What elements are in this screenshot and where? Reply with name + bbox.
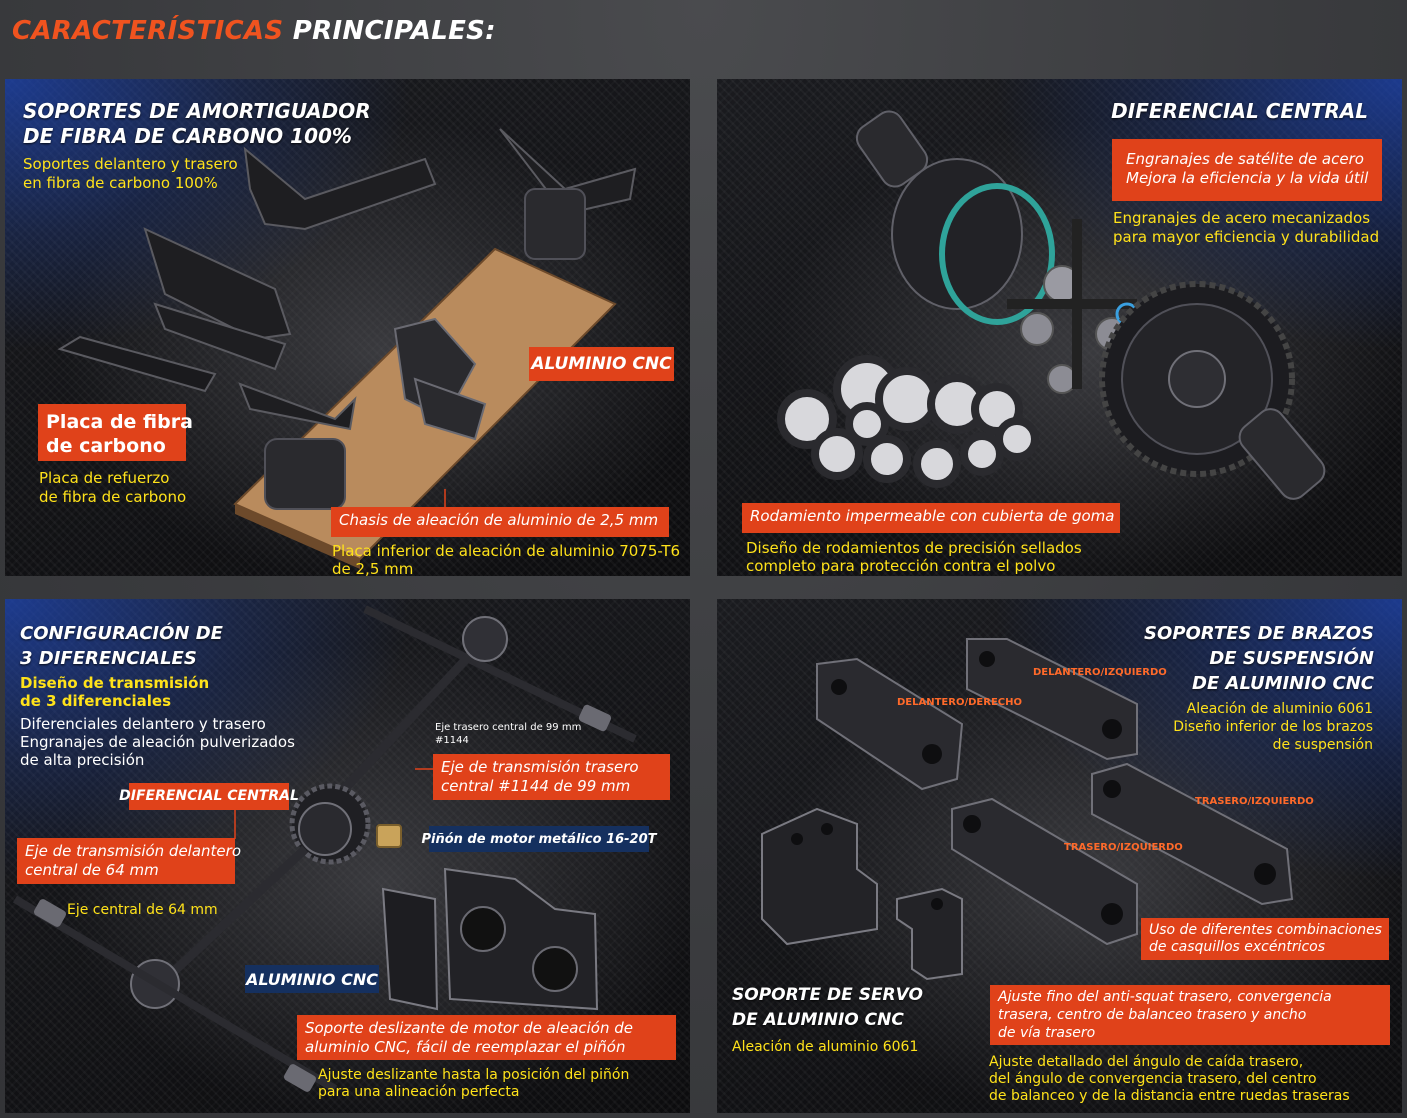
bearing-desc-line2: completo para protección contra el polvo (746, 557, 1056, 575)
chassis-desc-line2: de 2,5 mm (332, 560, 414, 576)
three-diff-sub-line2: de 3 diferenciales (20, 692, 172, 710)
carbon-plate-label: Placa de fibra de carbono (38, 404, 193, 461)
chassis-illustration (57, 128, 637, 569)
slide-desc-line1: Ajuste deslizante hasta la posición del … (318, 1067, 630, 1083)
cnc-aluminium-label-2: ALUMINIO CNC (245, 965, 379, 993)
satellite-gear-label-line1: Engranajes de satélite de acero (1126, 150, 1364, 168)
bushing-label: Uso de diferentes combinaciones de casqu… (1141, 918, 1389, 960)
front-shaft-label-line2: central de 64 mm (25, 861, 159, 879)
suspension-title-line2: DE SUSPENSIÓN (1209, 648, 1374, 669)
shock-tower-title-line1: SOPORTES DE AMORTIGUADOR (23, 99, 371, 123)
center-diff-label: DIFERENCIAL CENTRAL (119, 783, 299, 810)
center-diff-title: DIFERENCIAL CENTRAL (1111, 99, 1368, 123)
rear-shaft-label: Eje de transmisión trasero central #1144… (433, 754, 670, 800)
carbon-plate-label-line2: de carbono (46, 435, 166, 457)
cnc-aluminium-label: ALUMINIO CNC (529, 347, 674, 381)
gear-desc-line2: para mayor eficiencia y durabilidad (1113, 228, 1380, 246)
bearing-label: Rodamiento impermeable con cubierta de g… (742, 503, 1120, 533)
suspension-sub-line1: Aleación de aluminio 6061 (1186, 701, 1373, 717)
motor-mount-label: Soporte deslizante de motor de aleación … (297, 1015, 676, 1060)
gear-desc-line1: Engranajes de acero mecanizados (1113, 209, 1371, 227)
servo-title-line2: DE ALUMINIO CNC (732, 1010, 904, 1030)
servo-title-line1: SOPORTE DE SERVO (732, 985, 923, 1005)
rear-shaft-small-label: Eje trasero central de 99 mm #1144 (435, 721, 581, 747)
suspension-mounts-illustration (761, 638, 1294, 981)
motor-mount-label-line1: Soporte deslizante de motor de aleación … (305, 1019, 634, 1037)
panel-shock-towers: SOPORTES DE AMORTIGUADOR DE FIBRA DE CAR… (5, 79, 690, 576)
carbon-plate-label-line1: Placa de fibra (46, 411, 193, 433)
three-diff-desc-line3: de alta precisión (20, 751, 145, 769)
shock-tower-title-line2: DE FIBRA DE CARBONO 100% (23, 124, 352, 148)
drivetrain-illustration (12, 605, 637, 1093)
three-diff-desc-line2: Engranajes de aleación pulverizados (20, 733, 295, 751)
panel-suspension-mounts: SOPORTES DE BRAZOS DE SUSPENSIÓN DE ALUM… (717, 599, 1402, 1113)
rear-left-label-2: TRASERO/IZQUIERDO (1064, 842, 1183, 853)
rear-shaft-label-line1: Eje de transmisión trasero (441, 758, 639, 776)
squat-label: Ajuste fino del anti-squat trasero, conv… (990, 985, 1390, 1045)
page-title-rest: PRINCIPALES: (292, 16, 496, 46)
slide-desc-line2: para una alineación perfecta (318, 1084, 520, 1100)
page-title: CARACTERÍSTICAS PRINCIPALES: (12, 16, 496, 46)
pinion-label: Piñón de motor metálico 16-20T (421, 826, 657, 852)
shock-tower-sub-line1: Soportes delantero y trasero (23, 155, 238, 173)
camber-desc-line3: de balanceo y de la distancia entre rued… (989, 1088, 1350, 1104)
three-diff-title-line2: 3 DIFERENCIALES (20, 648, 197, 669)
shock-tower-sub-line2: en fibra de carbono 100% (23, 174, 218, 192)
motor-mount-label-line2: aluminio CNC, fácil de reemplazar el piñ… (305, 1038, 626, 1056)
camber-desc-line1: Ajuste detallado del ángulo de caída tra… (989, 1054, 1304, 1070)
rear-shaft-label-line2: central #1144 de 99 mm (441, 777, 631, 795)
front-shaft-label-line1: Eje de transmisión delantero (25, 842, 242, 860)
camber-desc-line2: del ángulo de convergencia trasero, del … (989, 1071, 1317, 1087)
front-shaft-label: Eje de transmisión delantero central de … (17, 838, 242, 884)
bushing-label-line1: Uso de diferentes combinaciones (1149, 922, 1382, 938)
suspension-title-line1: SOPORTES DE BRAZOS (1144, 623, 1374, 644)
carbon-plate-desc-line2: de fibra de carbono (39, 488, 187, 506)
squat-label-line3: de vía trasero (998, 1025, 1096, 1041)
three-diff-desc-line1: Diferenciales delantero y trasero (20, 715, 266, 733)
bushing-label-line2: de casquillos excéntricos (1149, 939, 1326, 955)
chassis-label: Chasis de aleación de aluminio de 2,5 mm (331, 507, 669, 537)
panel-three-diffs: CONFIGURACIÓN DE 3 DIFERENCIALES Diseño … (5, 599, 690, 1113)
center-shaft-label: Eje central de 64 mm (67, 902, 218, 918)
three-diff-sub-line1: Diseño de transmisión (20, 674, 210, 692)
rear-shaft-small-line1: Eje trasero central de 99 mm (435, 722, 582, 733)
center-diff-illustration (777, 110, 1326, 500)
page-title-accent: CARACTERÍSTICAS (12, 16, 284, 46)
bearing-desc-line1: Diseño de rodamientos de precisión sella… (746, 539, 1082, 557)
rear-shaft-small-line2: #1144 (435, 735, 469, 746)
front-left-label: DELANTERO/IZQUIERDO (1033, 667, 1167, 678)
suspension-title-line3: DE ALUMINIO CNC (1192, 673, 1374, 694)
squat-label-line2: trasera, centro de balanceo trasero y an… (998, 1007, 1307, 1023)
chassis-desc-line1: Placa inferior de aleación de aluminio 7… (332, 542, 681, 560)
suspension-sub-line3: de suspensión (1272, 737, 1373, 753)
rear-left-label-1: TRASERO/IZQUIERDO (1195, 796, 1314, 807)
satellite-gear-label: Engranajes de satélite de acero Mejora l… (1112, 139, 1382, 201)
satellite-gear-label-line2: Mejora la eficiencia y la vida útil (1126, 169, 1369, 187)
panel-center-diff: DIFERENCIAL CENTRAL Engranajes de satéli… (717, 79, 1402, 576)
carbon-plate-desc-line1: Placa de refuerzo (39, 469, 170, 487)
front-right-label: DELANTERO/DERECHO (897, 697, 1022, 708)
servo-desc: Aleación de aluminio 6061 (732, 1039, 919, 1055)
suspension-sub-line2: Diseño inferior de los brazos (1173, 719, 1373, 735)
squat-label-line1: Ajuste fino del anti-squat trasero, conv… (998, 989, 1332, 1005)
three-diff-title-line1: CONFIGURACIÓN DE (20, 623, 223, 644)
